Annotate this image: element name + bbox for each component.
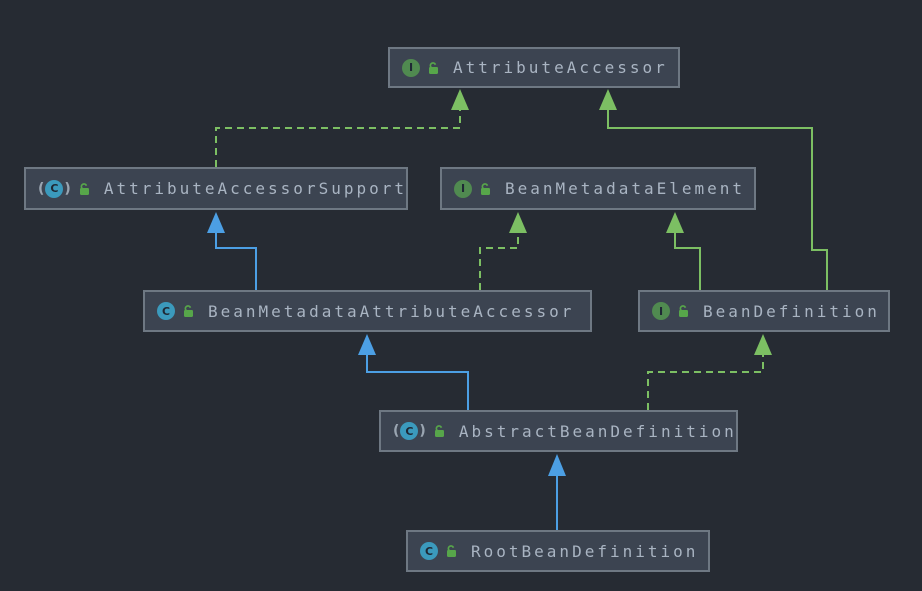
abstract-paren-icon: ) <box>419 423 426 439</box>
edge-arrowhead <box>207 212 225 233</box>
class-node-bean-metadata-attribute-accessor[interactable]: C BeanMetadataAttributeAccessor <box>143 290 592 332</box>
edge-arrowhead <box>548 454 566 476</box>
abstract-class-icon: C <box>400 422 419 440</box>
edge-beandefinition-extends-beanmetadataelement[interactable] <box>666 212 701 290</box>
class-node-root-bean-definition[interactable]: C RootBeanDefinition <box>406 530 710 572</box>
node-icons: I <box>454 179 492 198</box>
edge-beanmetadataattributeaccessor-implements-beanmetadataelement[interactable] <box>479 212 527 290</box>
interface-icon: I <box>652 302 670 320</box>
edge-abstractbeandefinition-implements-beandefinition[interactable] <box>647 334 772 410</box>
edge-line <box>215 233 257 290</box>
interface-icon: I <box>454 179 472 198</box>
class-name-label: BeanMetadataElement <box>505 179 746 198</box>
abstract-class-icon: C <box>45 179 64 198</box>
node-icons: ( C ) <box>38 179 91 198</box>
node-icons: I <box>402 58 440 77</box>
edge-arrowhead <box>451 89 469 110</box>
public-unlocked-icon <box>676 304 690 318</box>
edge-line <box>674 233 701 290</box>
public-unlocked-icon <box>444 544 458 558</box>
class-name-label: AttributeAccessorSupport <box>103 179 407 198</box>
node-icons: C <box>157 302 195 320</box>
class-name-label: BeanDefinition <box>703 301 880 321</box>
edge-arrowhead <box>358 334 376 355</box>
class-icon: C <box>420 542 438 560</box>
class-name-label: BeanMetadataAttributeAccessor <box>208 301 575 321</box>
edge-line <box>607 110 828 290</box>
edge-line <box>479 233 519 290</box>
node-icons: ( C ) <box>393 422 446 440</box>
edge-arrowhead <box>754 334 772 355</box>
edge-rootbeandefinition-extends-abstractbeandefinition[interactable] <box>548 454 566 530</box>
class-name-label: AbstractBeanDefinition <box>458 421 737 441</box>
class-name-label: AttributeAccessor <box>453 58 668 77</box>
public-unlocked-icon <box>478 182 492 196</box>
edge-line <box>215 110 461 167</box>
node-icons: I <box>652 302 690 320</box>
abstract-paren-icon: ) <box>64 180 71 197</box>
class-name-label: RootBeanDefinition <box>471 541 699 561</box>
class-node-attribute-accessor-support[interactable]: ( C ) AttributeAccessorSupport <box>24 167 408 210</box>
public-unlocked-icon <box>432 424 446 438</box>
class-node-bean-definition[interactable]: I BeanDefinition <box>638 290 890 332</box>
class-node-bean-metadata-element[interactable]: I BeanMetadataElement <box>440 167 756 210</box>
edge-beanmetadataattributeaccessor-extends-attributeaccessorsupport[interactable] <box>207 212 257 290</box>
edge-arrowhead <box>666 212 684 233</box>
public-unlocked-icon <box>426 61 440 75</box>
class-node-abstract-bean-definition[interactable]: ( C ) AbstractBeanDefinition <box>379 410 738 452</box>
edge-line <box>647 355 764 410</box>
edge-abstractbeandefinition-extends-beanmetadataattributeaccessor[interactable] <box>358 334 469 410</box>
edge-arrowhead <box>509 212 527 233</box>
abstract-paren-icon: ( <box>38 180 45 197</box>
class-node-attribute-accessor[interactable]: I AttributeAccessor <box>388 47 680 88</box>
interface-icon: I <box>402 58 420 77</box>
edge-beandefinition-extends-attributeaccessor[interactable] <box>599 89 828 290</box>
edge-line <box>366 355 469 410</box>
abstract-paren-icon: ( <box>393 423 400 439</box>
class-icon: C <box>157 302 175 320</box>
public-unlocked-icon <box>181 304 195 318</box>
node-icons: C <box>420 542 458 560</box>
edge-attributeaccessorsupport-implements-attributeaccessor[interactable] <box>215 89 469 167</box>
edge-arrowhead <box>599 89 617 110</box>
public-unlocked-icon <box>77 182 91 196</box>
